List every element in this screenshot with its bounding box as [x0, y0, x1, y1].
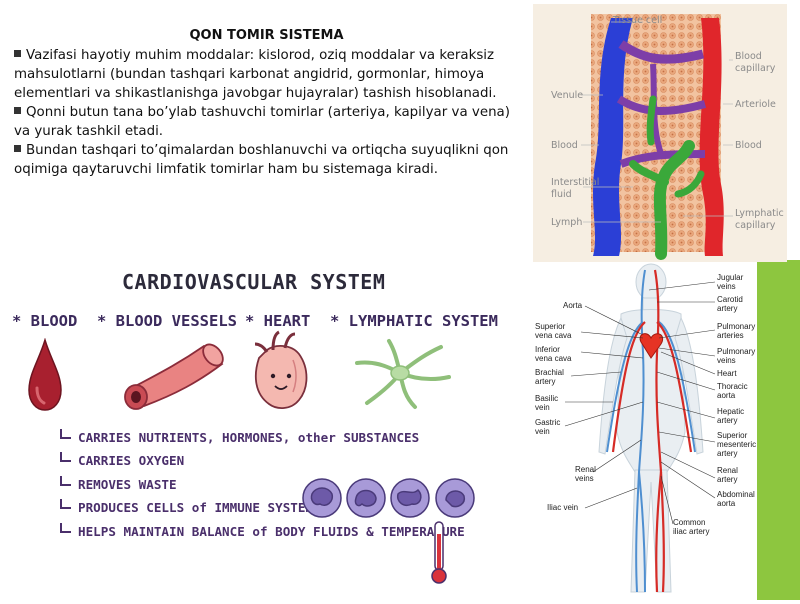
- label-common-iliac-artery: Common: [673, 518, 705, 527]
- immune-cells-icon: [302, 478, 475, 518]
- label-lymphatic-capillary: Lymphatic: [735, 208, 784, 219]
- lymphatic-branch: [646, 95, 657, 146]
- label-hepatic-artery: Hepatic: [717, 407, 744, 416]
- label-superior-vena-cava: Superior: [535, 322, 566, 331]
- label-heart: Heart: [717, 369, 737, 378]
- label-brachial-artery: Brachial: [535, 368, 564, 377]
- label-tissue-cell: Tissue cell: [612, 15, 662, 26]
- blood-vessel-icon: [124, 343, 224, 410]
- label-jugular-veins: veins: [717, 282, 736, 291]
- label-basilic-vein: Basilic: [535, 394, 558, 403]
- label-gastric-vein: Gastric: [535, 418, 560, 427]
- list-hook-icon: [60, 452, 71, 463]
- label-abdominal-aorta: aorta: [717, 499, 736, 508]
- list-hook-icon: [60, 429, 71, 439]
- label-brachial-artery: artery: [535, 377, 555, 386]
- label-thoracic-aorta: Thoracic: [717, 382, 748, 391]
- capillary-diagram: Tissue cell Blood capillary Venule Arter…: [533, 4, 787, 262]
- list-hook-icon: [60, 522, 71, 533]
- lymphatic-branch: [629, 160, 669, 186]
- function-item: CARRIES NUTRIENTS, HORMONES, other SUBST…: [60, 428, 465, 451]
- label-blood-capillary: Blood: [735, 51, 762, 62]
- label-inferior-vena-cava: vena cava: [535, 354, 572, 363]
- label-basilic-vein: vein: [535, 403, 550, 412]
- label-renal-artery: artery: [717, 475, 737, 484]
- square-bullet-icon: [14, 145, 21, 152]
- label-blood-capillary: capillary: [735, 63, 776, 74]
- capillary-branch: [618, 40, 705, 64]
- square-bullet-icon: [14, 107, 21, 114]
- category-lymphatic-system: * LYMPHATIC SYSTEM: [330, 312, 498, 330]
- venule-vessel: [593, 18, 633, 256]
- lymphatic-cell-icon: [355, 339, 451, 409]
- label-superior-vena-cava: vena cava: [535, 331, 572, 340]
- cardiovascular-title: CARDIOVASCULAR SYSTEM: [122, 270, 386, 294]
- label-pulmonary-arteries: Pulmonary: [717, 322, 755, 331]
- category-heart: * HEART: [245, 312, 311, 330]
- function-item: HELPS MAINTAIN BALANCE of BODY FLUIDS & …: [60, 522, 465, 545]
- label-interstitial-fluid: fluid: [551, 189, 572, 200]
- label-renal-veins: Renal: [575, 465, 596, 474]
- label-pulmonary-arteries: arteries: [717, 331, 744, 340]
- label-iliac-vein: Iliac vein: [547, 503, 578, 512]
- label-gastric-vein: vein: [535, 427, 550, 436]
- label-renal-artery: Renal: [717, 466, 738, 475]
- capillary-branch: [619, 150, 706, 168]
- blood-drop-icon: [28, 338, 62, 411]
- label-carotid-artery: artery: [717, 304, 737, 313]
- heart-icon: [254, 330, 308, 409]
- label-superior-mesenteric-artery: artery: [717, 449, 737, 458]
- text-block: QON TOMIR SISTEMA Vazifasi hayotiy muhim…: [14, 28, 519, 179]
- label-renal-veins: veins: [575, 474, 594, 483]
- list-hook-icon: [60, 499, 71, 510]
- label-superior-mesenteric-artery: Superior: [717, 431, 748, 440]
- label-carotid-artery: Carotid: [717, 295, 743, 304]
- label-hepatic-artery: artery: [717, 416, 737, 425]
- label-interstitial-fluid: Interstitial: [551, 177, 599, 188]
- thermometer-icon: [431, 521, 447, 584]
- arteriole-vessel: [699, 18, 724, 256]
- label-arteriole: Arteriole: [735, 99, 776, 110]
- lymphatic-branch: [674, 170, 705, 198]
- page-title: QON TOMIR SISTEMA: [189, 28, 344, 43]
- lymphatic-vessel: [653, 140, 695, 260]
- label-blood-right: Blood: [735, 140, 762, 151]
- label-pulmonary-veins: veins: [717, 356, 736, 365]
- label-inferior-vena-cava: Inferior: [535, 345, 560, 354]
- label-blood-left: Blood: [551, 140, 578, 151]
- bullet-1: Vazifasi hayotiy muhim moddalar: kisloro…: [14, 48, 497, 101]
- label-thoracic-aorta: aorta: [717, 391, 736, 400]
- capillary-illustration: Tissue cell Blood capillary Venule Arter…: [533, 4, 787, 262]
- function-item: PRODUCES CELLS of IMMUNE SYSTEM: [60, 498, 465, 521]
- bullet-2: Qonni butun tana bo’ylab tashuvchi tomir…: [14, 105, 510, 139]
- list-hook-icon: [60, 475, 71, 486]
- label-lymphatic-capillary: capillary: [735, 220, 776, 231]
- label-jugular-veins: Jugular: [717, 273, 744, 282]
- bullet-3: Bundan tashqari to’qimalardan boshlanuvc…: [14, 143, 509, 177]
- body-circulatory-diagram: Aorta Superior vena cava Inferior vena c…: [533, 262, 757, 600]
- label-lymph: Lymph: [551, 217, 582, 228]
- square-bullet-icon: [14, 50, 21, 57]
- label-venule: Venule: [551, 90, 583, 101]
- label-common-iliac-artery: iliac artery: [673, 527, 709, 536]
- category-blood-vessels: * BLOOD VESSELS: [97, 312, 237, 330]
- green-accent-strip: [757, 260, 800, 600]
- circulatory-body-illustration: Aorta Superior vena cava Inferior vena c…: [535, 263, 756, 593]
- label-superior-mesenteric-artery: mesenteric: [717, 440, 756, 449]
- function-list: CARRIES NUTRIENTS, HORMONES, other SUBST…: [60, 428, 465, 545]
- heart-organ: [639, 333, 664, 359]
- function-item: CARRIES OXYGEN: [60, 451, 465, 474]
- function-item: REMOVES WASTE: [60, 475, 465, 498]
- label-pulmonary-veins: Pulmonary: [717, 347, 755, 356]
- label-aorta: Aorta: [563, 301, 583, 310]
- label-abdominal-aorta: Abdominal: [717, 490, 755, 499]
- capillary-branch: [616, 95, 707, 115]
- category-blood: * BLOOD: [12, 312, 78, 330]
